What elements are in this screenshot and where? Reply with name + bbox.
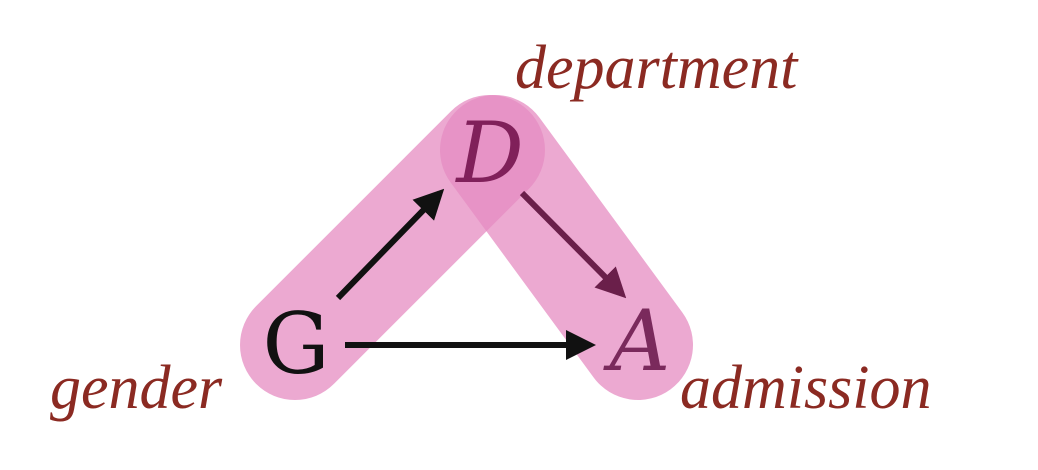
label-gender: gender <box>50 354 223 422</box>
node-d: D <box>454 104 523 202</box>
edge-g-to-d <box>335 188 445 301</box>
label-admission: admission <box>680 354 931 422</box>
edge-d-to-a <box>519 190 627 299</box>
highlight-band-department-admission <box>440 95 693 400</box>
node-g: G <box>262 295 329 393</box>
label-department: department <box>515 34 799 102</box>
node-a: A <box>603 292 671 390</box>
